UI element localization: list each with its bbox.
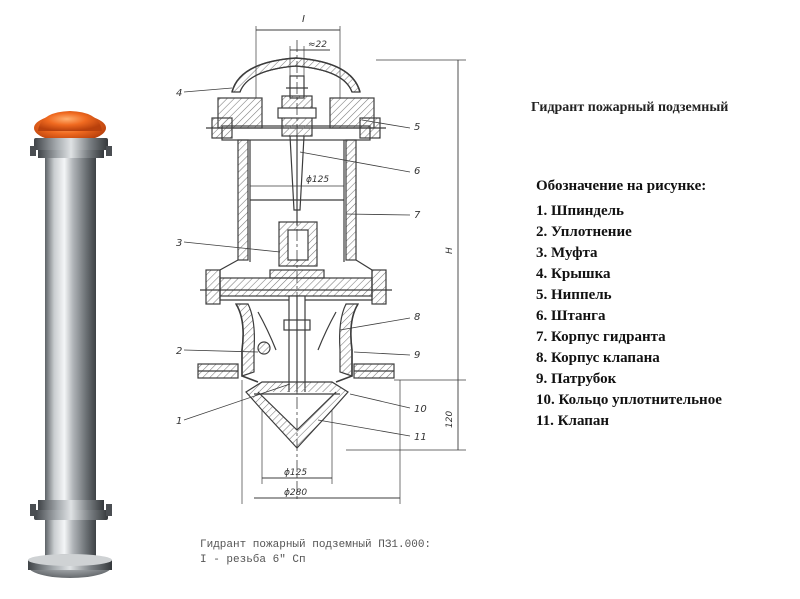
callout-7: 7 [414, 210, 421, 221]
legend-heading: Обозначение на рисунке: [536, 178, 707, 194]
dimension-height-label: H [445, 247, 455, 254]
legend-item: 3. Муфта [536, 245, 598, 261]
legend-item: 6. Штанга [536, 308, 606, 324]
callout-6: 6 [414, 166, 420, 177]
legend: Обозначение на рисунке: 1. Шпиндель 2. У… [536, 178, 722, 432]
dimension-thread-label: I [302, 14, 305, 25]
caption-line-2: I - резьба 6" Сп [200, 554, 306, 566]
hydrant-cap-dome [38, 111, 102, 131]
legend-item: 2. Уплотнение [536, 224, 632, 240]
legend-list: 1. Шпиндель 2. Уплотнение 3. Муфта 4. Кр… [536, 201, 722, 432]
page-title: Гидрант пожарный подземный [531, 100, 729, 115]
legend-item: 4. Крышка [536, 266, 611, 282]
legend-item: 5. Ниппель [536, 287, 612, 303]
drawing-caption: Гидрант пожарный подземный ПЗ1.000: I - … [200, 538, 431, 568]
callout-3: 3 [176, 238, 182, 249]
dimension-dia125-bottom-label: ϕ125 [284, 468, 307, 478]
callout-5: 5 [414, 122, 420, 133]
caption-line-1: Гидрант пожарный подземный ПЗ1.000: [200, 539, 432, 551]
hydrant-bottom-flange [38, 500, 104, 510]
legend-item: 1. Шпиндель [536, 203, 624, 219]
callout-9: 9 [414, 350, 420, 361]
hydrant-top-flange [34, 138, 108, 150]
legend-item: 11. Клапан [536, 413, 610, 429]
legend-item: 9. Патрубок [536, 371, 617, 387]
callout-2: 2 [176, 346, 182, 357]
dimension-dia280-label: ϕ280 [284, 488, 307, 498]
section-drawing [183, 26, 466, 504]
callout-group: 4 5 6 7 3 8 2 9 1 10 11 [176, 88, 427, 443]
legend-item: 10. Кольцо уплотнительное [536, 392, 722, 408]
hydrant-render [28, 111, 112, 578]
callout-11: 11 [414, 432, 427, 443]
hydrant-pipe [45, 158, 96, 502]
callout-10: 10 [414, 404, 427, 415]
callout-8: 8 [414, 312, 420, 323]
legend-item: 8. Корпус клапана [536, 350, 660, 366]
callout-1: 1 [176, 416, 182, 427]
legend-item: 7. Корпус гидранта [536, 329, 666, 345]
callout-4: 4 [176, 88, 182, 99]
dimension-dia125-top-label: ϕ125 [306, 175, 329, 185]
dimension-120-label: 120 [445, 411, 455, 428]
dimension-22-label: ≈22 [308, 40, 327, 50]
